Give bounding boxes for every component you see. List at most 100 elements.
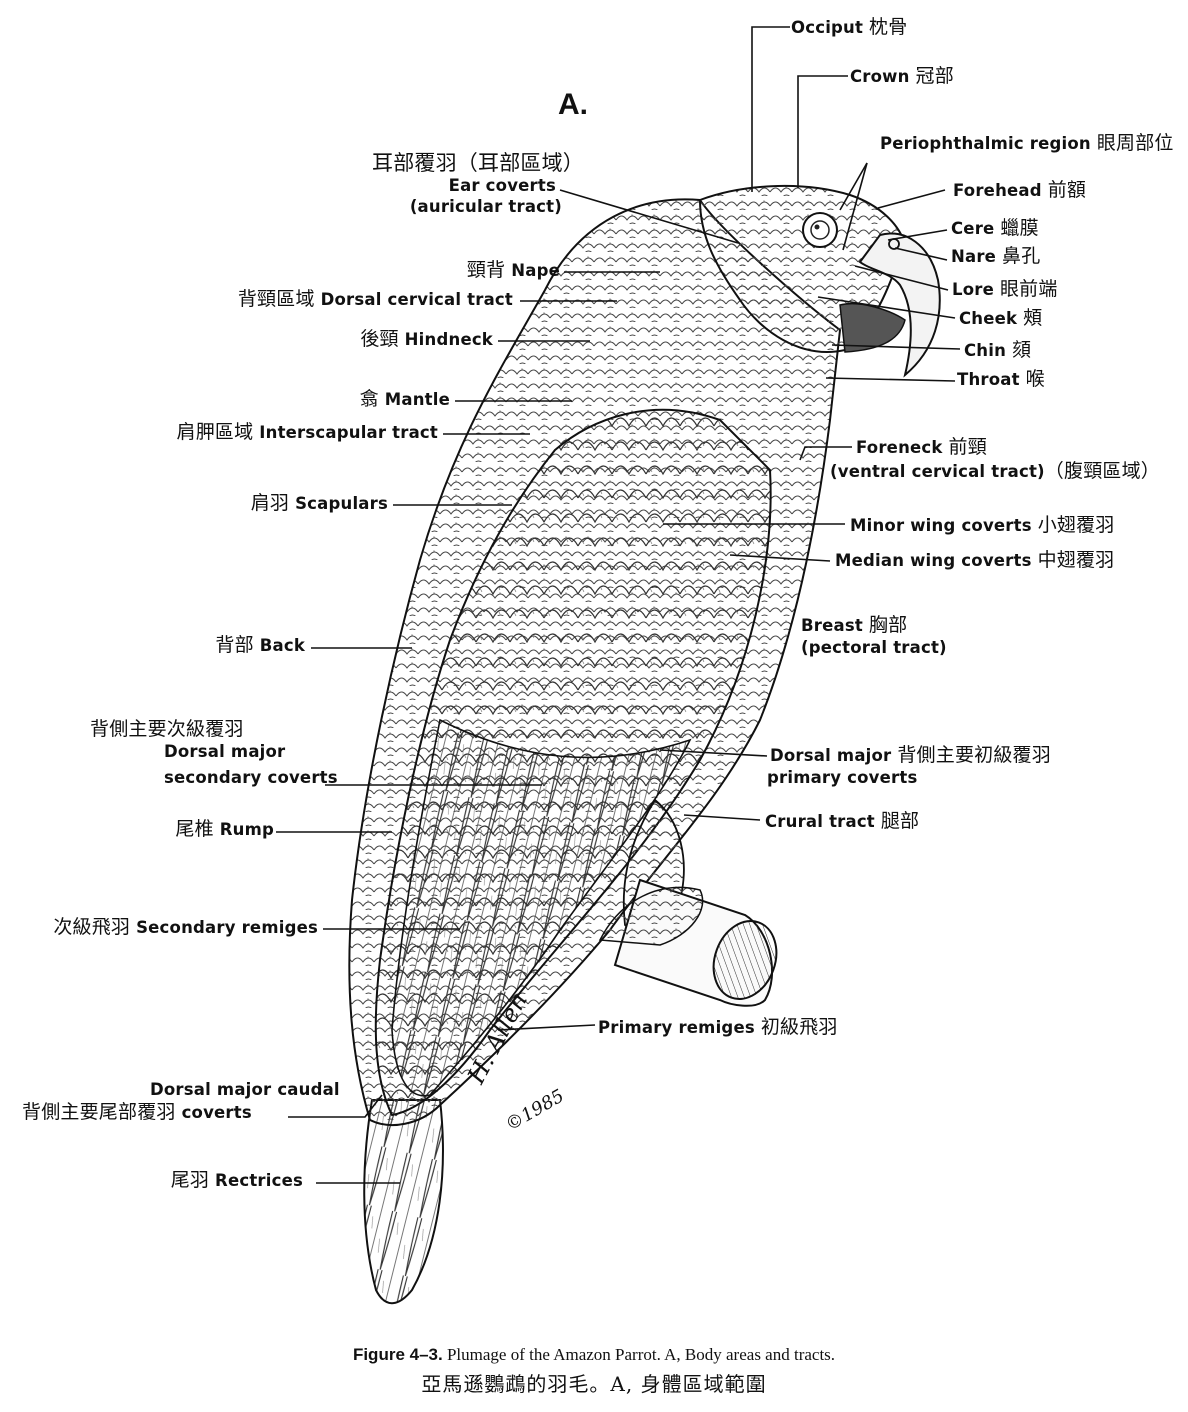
leader-throat [825, 377, 956, 382]
label-crown-zh: 冠部 [915, 65, 954, 87]
label-forehead-en: Forehead [953, 181, 1042, 200]
label-lore-en: Lore [952, 280, 994, 299]
label-crown: Crown 冠部 [850, 65, 954, 89]
label-ear-coverts: 耳部覆羽（耳部區域） Ear coverts (auricular tract) [372, 150, 584, 218]
label-crural-zh: 腿部 [880, 810, 920, 832]
label-breast: Breast 胸部 (pectoral tract) [801, 614, 947, 658]
label-rump: 尾椎 Rump [175, 818, 274, 842]
label-scapulars-zh: 肩羽 [250, 492, 290, 514]
label-throat-en: Throat [957, 370, 1020, 389]
label-throat-zh: 喉 [1025, 368, 1045, 390]
flight-feathers-shape [391, 718, 692, 1097]
label-ear-coverts-zh: 耳部覆羽（耳部區域） [372, 151, 584, 175]
leader-foreneck [799, 446, 852, 461]
leader-crural [683, 814, 761, 821]
leader-primary-remiges [497, 1024, 596, 1031]
label-primary-remiges-zh: 初級飛羽 [760, 1016, 838, 1038]
label-nape-en: Nape [511, 261, 560, 280]
label-median-wing-en: Median wing coverts [835, 551, 1032, 570]
label-nare: Nare 鼻孔 [951, 245, 1040, 269]
label-rectrices: 尾羽 Rectrices [171, 1169, 303, 1193]
label-scapulars: 肩羽 Scapulars [251, 492, 388, 516]
label-minor-wing-en: Minor wing coverts [850, 516, 1032, 535]
label-chin: Chin 頦 [964, 339, 1031, 363]
label-breast-en: Breast [801, 616, 863, 635]
label-occiput-en: Occiput [791, 18, 864, 37]
label-occiput: Occiput 枕骨 [791, 16, 907, 40]
label-periophthalmic: Periophthalmic region 眼周部位 [880, 132, 1174, 156]
figure-caption: Figure 4–3. Plumage of the Amazon Parrot… [0, 1345, 1188, 1365]
label-crural-en: Crural tract [765, 812, 875, 831]
label-foreneck-zh2: （腹頸區域） [1044, 459, 1160, 482]
label-mantle-en: Mantle [384, 390, 450, 409]
leader-periophthalmic-2 [842, 162, 868, 251]
label-ear-coverts-en: Ear coverts [448, 176, 556, 196]
label-nare-en: Nare [951, 247, 997, 266]
label-hindneck-en: Hindneck [404, 330, 493, 349]
leader-periophthalmic-1 [839, 162, 868, 211]
label-throat: Throat 喉 [957, 368, 1045, 392]
leader-occiput [751, 26, 790, 192]
label-interscapular-en: Interscapular tract [259, 423, 438, 442]
leader-chin [831, 344, 961, 350]
panel-label: A. [558, 88, 588, 121]
label-secondary-remiges: 次級飛羽 Secondary remiges [53, 916, 318, 940]
leader-nare [894, 247, 948, 261]
label-ear-coverts-en2: (auricular tract) [409, 196, 562, 216]
label-cheek: Cheek 頰 [959, 307, 1042, 331]
label-nape-zh: 頸背 [466, 259, 506, 281]
label-dorsal-cervical-en: Dorsal cervical tract [320, 290, 513, 309]
label-breast-zh: 胸部 [868, 614, 908, 636]
label-back-en: Back [259, 636, 305, 655]
label-forehead-zh: 前額 [1047, 179, 1087, 201]
label-chin-zh: 頦 [1012, 339, 1032, 361]
label-dorsal-primary-en: Dorsal major [770, 746, 892, 765]
figure-caption-text: Plumage of the Amazon Parrot. A, Body ar… [446, 1345, 836, 1364]
figure-number: Figure 4–3. [352, 1345, 443, 1364]
label-foreneck-en2: (ventral cervical tract) [830, 461, 1045, 481]
leader-cere [887, 229, 948, 241]
label-lore: Lore 眼前端 [952, 278, 1058, 302]
label-periophthalmic-en: Periophthalmic region [880, 134, 1091, 153]
label-dorsal-secondary-zh: 背側主要次級覆羽 [90, 718, 244, 740]
label-median-wing: Median wing coverts 中翅覆羽 [835, 549, 1114, 573]
label-nape: 頸背 Nape [467, 259, 560, 283]
leader-lore [854, 265, 949, 291]
label-dorsal-caudal-en2: coverts [181, 1102, 252, 1122]
label-dorsal-cervical: 背頸區域 Dorsal cervical tract [238, 288, 513, 312]
label-dorsal-cervical-zh: 背頸區域 [237, 288, 315, 310]
beak-shape [858, 232, 941, 378]
label-cere-en: Cere [951, 219, 995, 238]
leader-cheek [817, 296, 956, 319]
label-median-wing-zh: 中翅覆羽 [1037, 549, 1115, 571]
label-rectrices-en: Rectrices [215, 1171, 303, 1190]
label-secondary-remiges-zh: 次級飛羽 [53, 916, 131, 938]
label-minor-wing: Minor wing coverts 小翅覆羽 [850, 514, 1115, 538]
label-dorsal-secondary: 背側主要次級覆羽 Dorsal major secondary coverts [90, 718, 338, 789]
leader-crown [797, 75, 848, 188]
label-back-zh: 背部 [215, 634, 254, 656]
label-secondary-remiges-en: Secondary remiges [136, 918, 318, 937]
label-periophthalmic-zh: 眼周部位 [1096, 132, 1174, 154]
label-foreneck: Foreneck 前頸 (ventral cervical tract)（腹頸區… [830, 436, 1160, 484]
label-primary-remiges-en: Primary remiges [598, 1018, 755, 1037]
leader-forehead [877, 189, 946, 209]
label-primary-remiges: Primary remiges 初級飛羽 [598, 1016, 838, 1040]
label-crural: Crural tract 腿部 [765, 810, 919, 834]
label-dorsal-primary: Dorsal major 背側主要初級覆羽 primary coverts [767, 744, 1051, 788]
label-forehead: Forehead 前額 [953, 179, 1086, 203]
leader-median-wing [729, 554, 831, 562]
label-rectrices-zh: 尾羽 [170, 1169, 210, 1191]
label-back: 背部 Back [215, 634, 305, 658]
label-dorsal-caudal-zh: 背側主要尾部覆羽 [22, 1100, 176, 1123]
label-dorsal-caudal-en: Dorsal major caudal [150, 1080, 340, 1099]
label-rump-en: Rump [219, 820, 274, 839]
leader-ear-coverts [559, 189, 739, 244]
label-interscapular: 肩胛區域 Interscapular tract [177, 421, 438, 445]
label-mantle-zh: 翕 [359, 388, 379, 410]
label-cere: Cere 蠟膜 [951, 217, 1039, 241]
label-dorsal-caudal: Dorsal major caudal 背側主要尾部覆羽 coverts [22, 1080, 340, 1124]
